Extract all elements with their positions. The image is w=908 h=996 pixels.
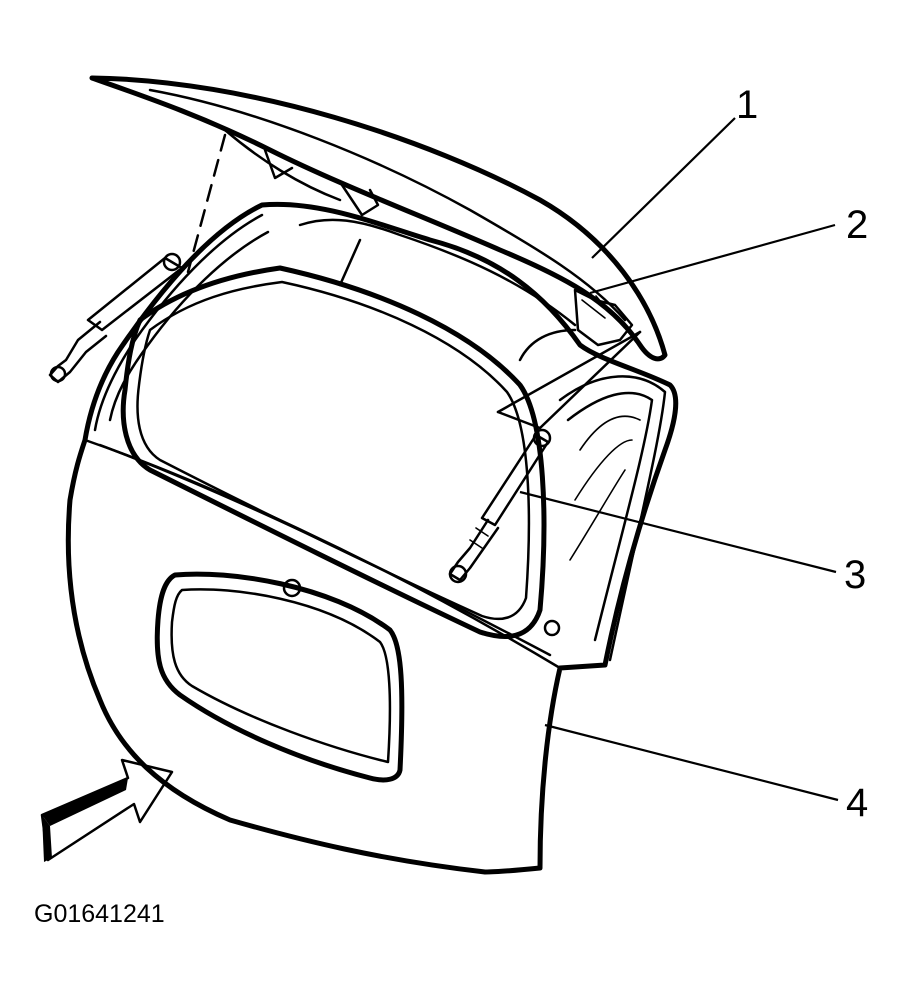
callout-label-1: 1 [736,83,758,127]
liftgate [65,201,679,875]
leader-line-1 [591,117,736,259]
callout-label-3: 3 [844,553,866,597]
lift-strut [448,428,552,584]
leader-line-3 [519,490,837,574]
alignment-dash-line [186,133,227,274]
callout-label-2: 2 [846,203,868,247]
callout-label-4: 4 [846,781,868,825]
spoiler [89,75,668,362]
left-lift-strut [48,252,184,384]
view-direction-arrow-icon [40,758,174,862]
figure-id: G01641241 [34,900,165,928]
leader-line-4 [544,723,839,802]
leader-line-2 [589,223,836,295]
